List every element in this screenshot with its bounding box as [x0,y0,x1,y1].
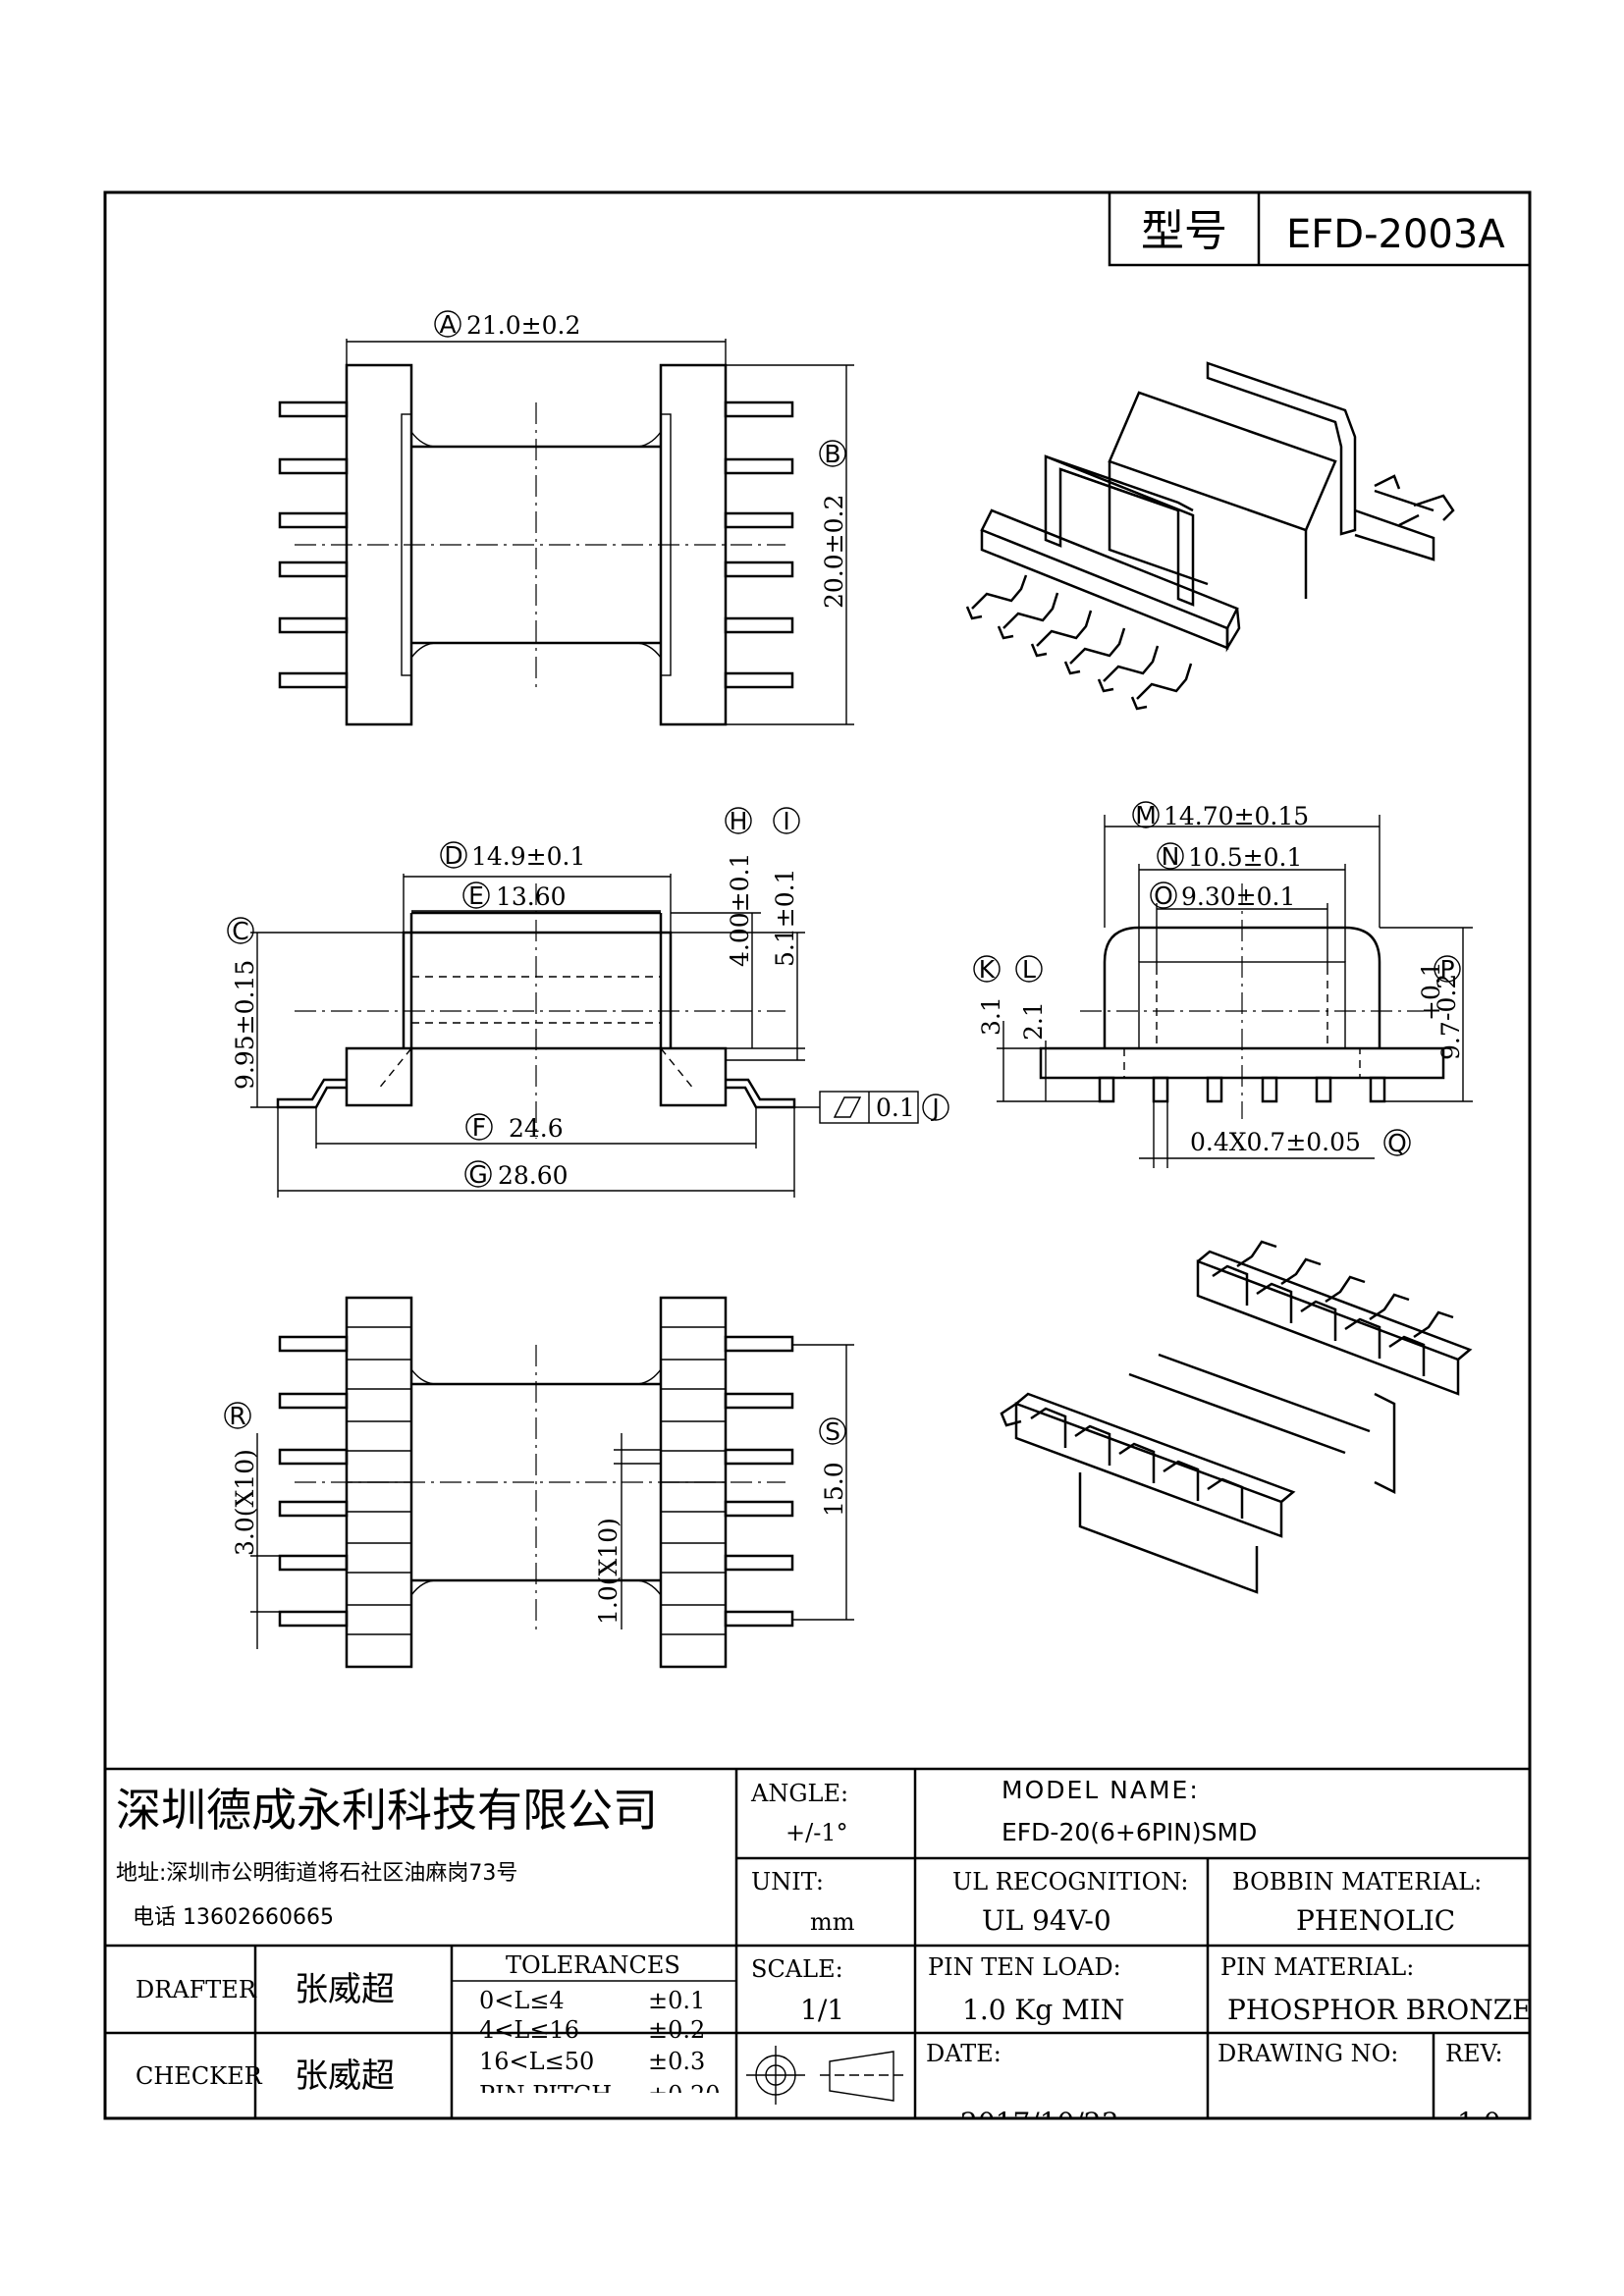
sheet-border [103,190,1532,2120]
isometric-view-top [965,361,1455,711]
dim-tag-p: P [1439,955,1454,984]
bottom-view-left-pins [278,1335,349,1628]
date-value: 2017/10/23 [960,2107,1118,2139]
dim-a: 21.0±0.2 [466,311,580,340]
rev-label: REV: [1445,2040,1503,2067]
model-name-value: EFD-20(6+6PIN)SMD [1001,1818,1257,1846]
tolerance-value-0: ±0.1 [648,1987,705,2014]
unit-label: UNIT: [751,1868,824,1896]
pin-load-value: 1.0 Kg MIN [962,1994,1124,2026]
angle-label: ANGLE: [750,1780,848,1807]
dim-r: 3.0(X10) [231,1449,259,1556]
dim-tag-o: O [1154,881,1173,910]
tolerance-range-0: 0<L≤4 [479,1987,565,2014]
dim-m: 14.70±0.15 [1164,802,1309,830]
company-name: 深圳德成永利科技有限公司 [116,1784,658,1837]
pin-material-value: PHOSPHOR BRONZE [1227,1994,1533,2026]
model-number-box: 型号 EFD-2003A [1108,190,1532,267]
dim-tag-i: I [783,807,789,835]
dim-k: 3.1 [977,996,1005,1036]
tolerance-value-1: ±0.2 [648,2016,705,2044]
dim-tag-h: H [730,807,748,835]
dim-g: 28.60 [498,1161,568,1190]
title-block: 深圳德成永利科技有限公司 地址:深圳市公明街道将石社区油麻岗73号 电话 136… [105,1767,1533,2139]
bobbin-label: BOBBIN MATERIAL: [1232,1868,1482,1896]
dim-pin-width: 1.0(X10) [594,1518,623,1625]
dim-tag-m: M [1135,801,1157,829]
dim-tag-a: A [439,310,456,339]
dim-tag-f: F [472,1113,486,1142]
iso-near-teeth [1000,1402,1244,1519]
dim-tag-l: L [1022,955,1036,984]
dim-tag-r: R [229,1402,245,1430]
date-label: DATE: [926,2040,1001,2067]
model-label: 型号 [1141,206,1227,256]
dim-f: 24.6 [509,1114,564,1143]
dim-c: 9.95±0.15 [231,960,259,1090]
dim-h: 4.00±0.1 [726,853,754,967]
company-address: 地址:深圳市公明街道将石社区油麻岗73号 [116,1861,517,1886]
dim-tag-e: E [468,881,484,910]
dim-tag-n: N [1162,842,1180,871]
dim-p-tol-plus: +0.1 [1417,961,1445,1021]
bottom-view: R 3.0(X10) S 15.0 1.0(X10) [224,1296,854,1669]
model-value: EFD-2003A [1286,212,1505,257]
dim-tag-g: G [468,1160,487,1189]
dim-b: 20.0±0.2 [820,495,848,609]
tolerance-value-2: ±0.3 [648,2048,705,2075]
dim-tag-s: S [825,1417,840,1446]
tolerance-range-1: 4<L≤16 [479,2016,579,2044]
dim-p: 9.7 [1436,1021,1465,1060]
top-view-right-pins [724,400,794,689]
dim-d: 14.9±0.1 [471,842,585,871]
front-view: D 14.9±0.1 E 13.60 C 9.95±0.15 H I 4.00±… [227,807,949,1198]
checker-label: CHECKER [135,2062,263,2090]
tolerance-range-3: PIN PITCH [479,2081,612,2109]
angle-value: +/-1° [785,1819,848,1846]
dim-tag-d: D [444,841,462,870]
dim-l: 2.1 [1019,1001,1048,1041]
dim-o: 9.30±0.1 [1181,882,1295,911]
projection-symbol-icon [746,2046,903,2105]
ul-value: UL 94V-0 [982,1904,1111,1937]
tolerance-value-3: ±0.20 [648,2081,721,2109]
dim-tag-q: Q [1387,1129,1407,1157]
dim-j: 0.1 [876,1094,915,1122]
pin-material-label: PIN MATERIAL: [1220,1953,1414,1981]
dim-q: 0.4X0.7±0.05 [1190,1128,1361,1156]
drafter-value: 张威超 [295,1970,395,2009]
iso-far-teeth [1212,1240,1454,1376]
pin-load-label: PIN TEN LOAD: [928,1953,1121,1981]
dim-n: 10.5±0.1 [1188,843,1302,872]
ul-label: UL RECOGNITION: [952,1868,1188,1896]
drawing-no-label: DRAWING NO: [1218,2040,1398,2067]
side-view: M 14.70±0.15 N 10.5±0.1 O 9.30±0.1 K L 3… [973,801,1473,1168]
checker-value: 张威超 [295,2056,395,2096]
unit-value: mm [810,1908,855,1936]
side-view-pins [1098,1076,1386,1103]
company-phone: 电话 13602660665 [133,1905,334,1930]
dim-tag-k: K [979,955,996,984]
dim-p-tol-minus: -0.2 [1433,974,1461,1021]
scale-label: SCALE: [751,1955,843,1983]
tolerance-range-2: 16<L≤50 [479,2048,594,2075]
bobbin-value: PHENOLIC [1296,1904,1455,1937]
dim-tag-j: J [930,1094,939,1122]
isometric-view-bottom [1000,1240,1473,1594]
dim-tag-c: C [232,917,248,945]
dim-tag-b: B [824,440,840,468]
top-view: A 21.0±0.2 B 20.0±0.2 [278,310,854,726]
rev-value: 1.0 [1457,2107,1501,2139]
bottom-view-right-pins [724,1335,794,1628]
scale-value: 1/1 [800,1994,844,2026]
dim-i: 5.1±0.1 [771,869,799,967]
tolerances-label: TOLERANCES [506,1951,680,1979]
drafter-label: DRAFTER [135,1976,257,2003]
dim-s: 15.0 [820,1462,848,1517]
dim-e: 13.60 [496,882,567,911]
top-view-left-pins [278,400,349,689]
model-name-label: MODEL NAME: [1001,1776,1200,1804]
